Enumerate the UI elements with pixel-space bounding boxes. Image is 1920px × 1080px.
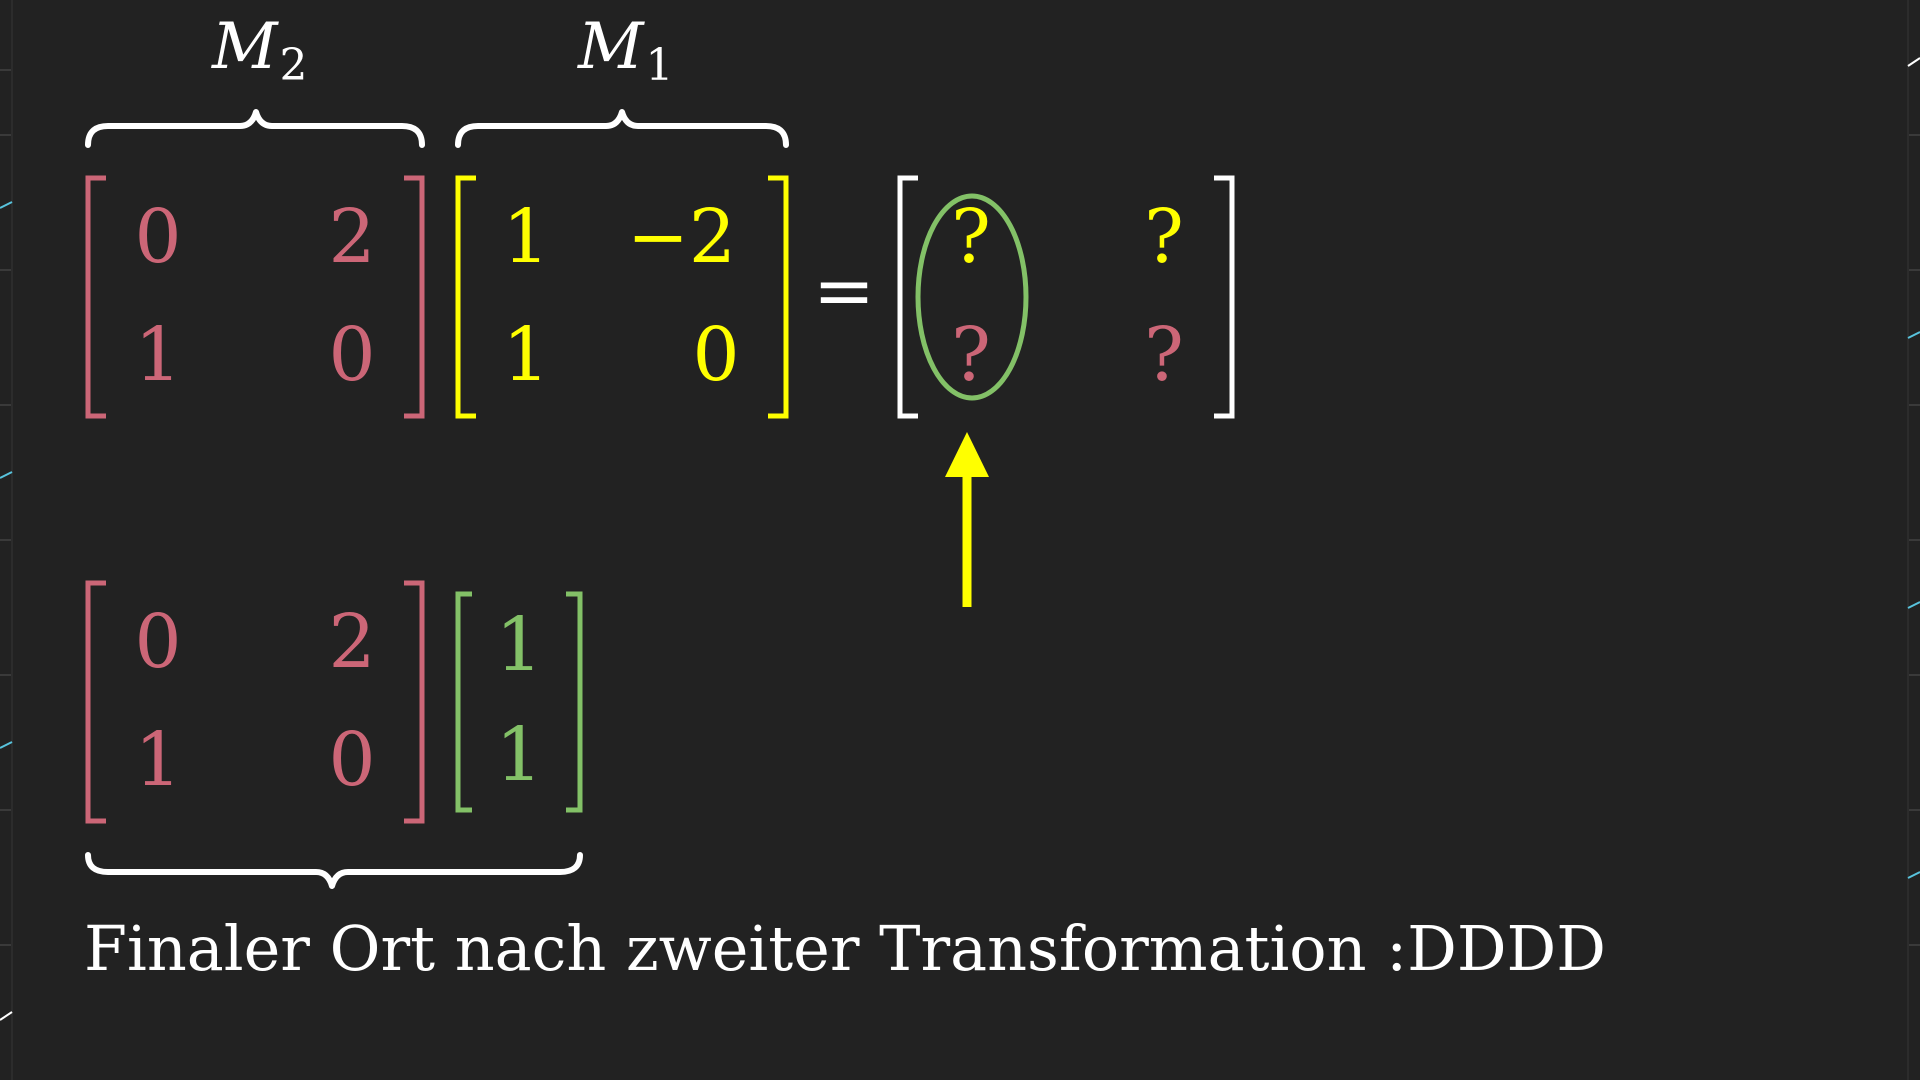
bottom-matrix-entry-r1c1: 0 xyxy=(134,599,181,685)
svg-text:M2: M2 xyxy=(211,10,308,91)
result-matrix-left-bracket xyxy=(897,175,918,419)
matrix-m2-entry-r1c2: 2 xyxy=(328,194,375,280)
matrix-m1-entry-r1c2: −2 xyxy=(627,194,736,280)
matrix-m2-right-bracket xyxy=(404,175,425,419)
result-entry-r1c1: ? xyxy=(951,194,991,280)
matrix-m1-entry-r1c1: 1 xyxy=(502,194,549,280)
matrix-m2-entry-r1c1: 0 xyxy=(134,194,181,280)
matrix-m2: 0 2 1 0 xyxy=(85,175,425,419)
background-vector-strokes xyxy=(0,57,1920,1021)
result-entry-r2c1: ? xyxy=(951,312,991,398)
result-entry-r1c2: ? xyxy=(1144,194,1184,280)
bottom-vector-left-bracket xyxy=(455,591,472,813)
bottom-vector: 1 1 xyxy=(455,591,583,813)
label-m1: M1 xyxy=(577,10,674,91)
brace-m2 xyxy=(85,109,425,148)
bottom-vector-right-bracket xyxy=(566,591,583,813)
label-m1-subscript: 1 xyxy=(646,40,674,91)
matrix-m2-entry-r2c2: 0 xyxy=(328,312,375,398)
label-m2: M2 xyxy=(211,10,308,91)
equals-sign: = xyxy=(813,248,875,334)
bottom-matrix-entry-r1c2: 2 xyxy=(328,599,375,685)
matrix-m1: 1 −2 1 0 xyxy=(455,175,789,419)
result-matrix: ? ? ? ? xyxy=(897,175,1235,419)
brace-m1 xyxy=(455,109,789,148)
caption-final-location: Finaler Ort nach zweiter Transformation … xyxy=(84,912,1606,985)
bottom-matrix-left-bracket xyxy=(85,580,106,824)
bottom-vector-entry-1: 1 xyxy=(495,602,542,688)
first-column-highlight-ellipse xyxy=(915,193,1029,401)
matrix-m1-entry-r2c1: 1 xyxy=(502,312,549,398)
bottom-matrix-entry-r2c2: 0 xyxy=(328,717,375,803)
svg-text:M1: M1 xyxy=(577,10,674,91)
matrix-m1-entry-r2c2: 0 xyxy=(692,312,739,398)
bottom-vector-entry-2: 1 xyxy=(495,712,542,798)
matrix-m2-left-bracket xyxy=(85,175,106,419)
bottom-matrix: 0 2 1 0 xyxy=(85,580,425,824)
bottom-matrix-right-bracket xyxy=(404,580,425,824)
bottom-matrix-entry-r2c1: 1 xyxy=(134,717,181,803)
matrix-m2-entry-r2c1: 1 xyxy=(134,312,181,398)
label-m2-letter: M xyxy=(211,10,279,84)
brace-bottom xyxy=(85,852,583,889)
matrix-m1-left-bracket xyxy=(455,175,476,419)
result-matrix-right-bracket xyxy=(1214,175,1235,419)
label-m2-subscript: 2 xyxy=(280,40,308,91)
up-arrow-icon xyxy=(945,432,989,607)
result-entry-r2c2: ? xyxy=(1144,312,1184,398)
matrix-m1-right-bracket xyxy=(768,175,789,419)
label-m1-letter: M xyxy=(577,10,645,84)
